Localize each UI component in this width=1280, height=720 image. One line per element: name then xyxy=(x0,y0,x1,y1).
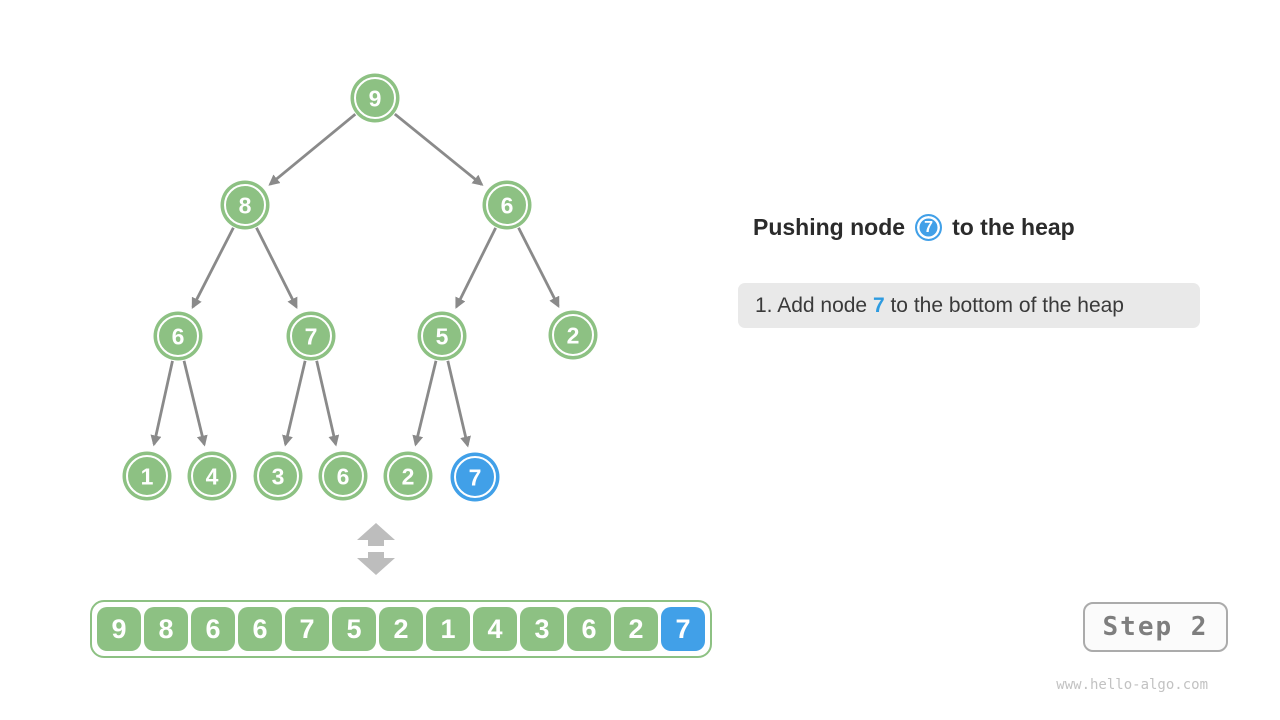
tree-edge-arrow xyxy=(315,360,340,447)
panel-title-prefix: Pushing node xyxy=(753,214,906,240)
tree-edge-arrow xyxy=(446,360,471,448)
tree-node: 4 xyxy=(187,451,237,501)
array-cell: 6 xyxy=(191,607,235,651)
tree-edge-arrow xyxy=(191,227,235,310)
array-cell-highlighted: 7 xyxy=(661,607,705,651)
tree-edge-arrow xyxy=(412,360,438,447)
tree-node: 6 xyxy=(318,451,368,501)
tree-node: 2 xyxy=(383,451,433,501)
tree-node: 2 xyxy=(548,310,598,360)
tree-node-value: 3 xyxy=(272,463,285,489)
watermark: www.hello-algo.com xyxy=(1056,677,1208,693)
tree-node-value: 6 xyxy=(501,192,514,218)
tree-node-value: 6 xyxy=(337,463,350,489)
array-cell: 2 xyxy=(379,607,423,651)
tree-node: 6 xyxy=(153,311,203,361)
tree-node: 9 xyxy=(350,73,400,123)
tree-edge-arrow xyxy=(455,227,497,309)
tree-node-value: 2 xyxy=(402,463,415,489)
tree-edge-arrow xyxy=(255,227,298,309)
tree-node: 8 xyxy=(220,180,270,230)
array-cell: 5 xyxy=(332,607,376,651)
tree-node-value: 2 xyxy=(567,322,580,348)
tree-node-value: 7 xyxy=(305,323,318,349)
instruction-box: 1. Add node 7 to the bottom of the heap xyxy=(738,283,1200,328)
tree-edges xyxy=(150,112,560,448)
array-cell: 1 xyxy=(426,607,470,651)
tree-edge-arrow xyxy=(268,113,357,186)
tree-edge-arrow xyxy=(182,360,208,447)
tree-node: 7 xyxy=(286,311,336,361)
array-cell: 8 xyxy=(144,607,188,651)
tree-node-highlighted: 7 xyxy=(450,452,500,502)
panel-title: Pushing node 7 to the heap xyxy=(753,214,1075,241)
tree-node: 6 xyxy=(482,180,532,230)
array-cell: 6 xyxy=(238,607,282,651)
array-cell: 6 xyxy=(567,607,611,651)
panel-title-suffix: to the heap xyxy=(952,214,1075,240)
tree-node-value: 8 xyxy=(239,192,252,218)
tree-node-value: 1 xyxy=(141,463,154,489)
instruction-suffix: to the bottom of the heap xyxy=(884,293,1124,317)
tree-node-value: 5 xyxy=(436,323,449,349)
instruction-prefix: 1. Add node xyxy=(755,293,873,317)
instruction-highlight-number: 7 xyxy=(872,293,885,317)
array-cell: 2 xyxy=(614,607,658,651)
tree-node-value: 6 xyxy=(172,323,185,349)
array-cell: 9 xyxy=(97,607,141,651)
tree-node-value: 4 xyxy=(206,463,219,489)
array-cell: 4 xyxy=(473,607,517,651)
tree-nodes: 9 8 6 6 7 5 2 1 4 3 6 2 7 xyxy=(122,73,598,502)
tree-node-value: 7 xyxy=(469,464,482,490)
tree-node: 5 xyxy=(417,311,467,361)
tree-edge-arrow xyxy=(282,360,307,447)
tree-edge-arrow xyxy=(393,112,484,186)
swap-double-arrow-icon xyxy=(357,523,395,575)
title-node-badge: 7 xyxy=(915,214,943,241)
tree-node: 3 xyxy=(253,451,303,501)
tree-node: 1 xyxy=(122,451,172,501)
tree-node-value: 9 xyxy=(369,85,382,111)
tree-edge-arrow xyxy=(150,360,174,447)
heap-tree-diagram: 9 8 6 6 7 5 2 1 4 3 6 2 7 xyxy=(122,73,598,502)
step-badge: Step 2 xyxy=(1083,602,1228,652)
tree-edge-arrow xyxy=(517,227,560,308)
array-cell: 7 xyxy=(285,607,329,651)
array-cell: 3 xyxy=(520,607,564,651)
